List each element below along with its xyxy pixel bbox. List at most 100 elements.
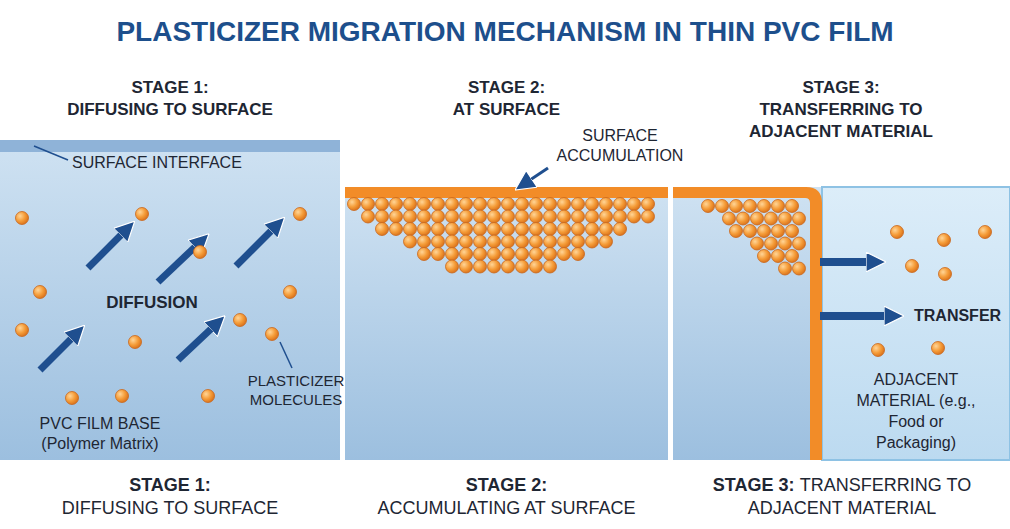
- surface-interface-band: [673, 187, 822, 460]
- plasticizer-molecule: [530, 260, 543, 273]
- plasticizer-molecule: [744, 225, 757, 238]
- surface-accumulation-band: [345, 187, 668, 198]
- plasticizer-molecule: [516, 210, 529, 223]
- plasticizer-molecule: [194, 246, 207, 259]
- plasticizer-molecule: [348, 198, 361, 211]
- process-label: TRANSFER: [914, 306, 1001, 326]
- plasticizer-molecule: [446, 223, 459, 236]
- plasticizer-molecule: [716, 200, 729, 213]
- plasticizer-molecule: [390, 198, 403, 211]
- plasticizer-molecule: [202, 390, 215, 403]
- diffusion-arrow: [40, 338, 72, 370]
- stage-heading: STAGE 2:: [350, 474, 663, 497]
- plasticizer-molecule: [772, 250, 785, 263]
- plasticizer-molecule: [558, 198, 571, 211]
- transfer-arrows: [820, 262, 886, 316]
- stage-panel: STAGE 2:AT SURFACESTAGE 2:ACCUMULATING A…: [345, 187, 668, 460]
- plasticizer-molecule: [628, 198, 641, 211]
- stage-heading: STAGE 1:: [10, 474, 330, 497]
- adjacent-material-panel: [822, 187, 1010, 460]
- plasticizer-molecule: [702, 200, 715, 213]
- plasticizer-molecule: [642, 210, 655, 223]
- transfer-arrow: [820, 258, 868, 266]
- plasticizer-molecule: [474, 198, 487, 211]
- plasticizer-molecule: [772, 200, 785, 213]
- stage-heading: AT SURFACE: [355, 99, 658, 121]
- diffusion-arrow: [236, 230, 272, 266]
- plasticizer-molecule: [779, 262, 792, 275]
- text-group: STAGE 2:AT SURFACE: [355, 77, 658, 121]
- stage-heading: STAGE 2:: [355, 77, 658, 99]
- plasticizer-molecule: [558, 210, 571, 223]
- plasticizer-molecule: [586, 198, 599, 211]
- plasticizer-molecule: [460, 260, 473, 273]
- plasticizer-molecule: [404, 223, 417, 236]
- plasticizer-molecule: [516, 223, 529, 236]
- plasticizer-molecule: [786, 250, 799, 263]
- stage-heading: STAGE 3:: [713, 475, 795, 495]
- plasticizer-molecule: [793, 262, 806, 275]
- diagram-title: PLASTICIZER MIGRATION MECHANISM IN THIN …: [0, 12, 1010, 52]
- plasticizer-molecule: [544, 210, 557, 223]
- plasticizer-molecules: [16, 208, 992, 405]
- plasticizer-molecule: [474, 235, 487, 248]
- diffusion-arrow: [158, 246, 196, 282]
- plasticizer-molecule: [418, 235, 431, 248]
- pvc-film-panel: [0, 140, 340, 460]
- diffusion-arrow: [178, 328, 212, 360]
- plasticizer-molecule: [765, 212, 778, 225]
- plasticizer-molecule: [502, 260, 515, 273]
- plasticizer-molecule: [751, 212, 764, 225]
- pvc-film-panel: [673, 187, 823, 460]
- stage-heading: STAGE 1:: [20, 77, 320, 99]
- plasticizer-molecule: [516, 260, 529, 273]
- stage-heading: TRANSFERRING TO ADJACENT MATERIAL: [721, 99, 961, 143]
- plasticizer-molecule: [614, 198, 627, 211]
- plasticizer-molecule: [502, 235, 515, 248]
- plasticizer-molecule: [418, 248, 431, 261]
- plasticizer-molecule: [642, 198, 655, 211]
- text-group: ADJACENT MATERIAL (e.g., Food or Packagi…: [852, 369, 980, 453]
- diffusion-arrow: [88, 234, 122, 268]
- plasticizer-molecule: [418, 223, 431, 236]
- plasticizer-molecule: [558, 248, 571, 261]
- plasticizer-molecule: [284, 286, 297, 299]
- plasticizer-molecule: [488, 235, 501, 248]
- stage-heading: DIFFUSING TO SURFACE: [20, 99, 320, 121]
- plasticizer-molecule: [786, 200, 799, 213]
- plasticizer-molecule: [600, 223, 613, 236]
- plasticizer-molecule: [474, 223, 487, 236]
- plasticizer-molecule: [502, 198, 515, 211]
- plasticizer-molecule: [558, 235, 571, 248]
- plasticizer-molecule: [544, 223, 557, 236]
- plasticizer-molecule: [530, 210, 543, 223]
- plasticizer-molecule: [572, 235, 585, 248]
- transfer-arrow: [820, 312, 886, 320]
- plasticizer-molecule: [544, 260, 557, 273]
- plasticizer-molecule: [530, 248, 543, 261]
- plasticizer-molecule: [572, 248, 585, 261]
- plasticizer-molecule: [932, 342, 945, 355]
- plasticizer-molecule: [614, 210, 627, 223]
- plasticizer-molecule: [530, 198, 543, 211]
- plasticizer-molecule: [544, 248, 557, 261]
- plasticizer-molecule: [66, 392, 79, 405]
- plasticizer-molecule: [446, 198, 459, 211]
- plasticizer-molecule: [572, 210, 585, 223]
- plasticizer-molecule: [432, 198, 445, 211]
- plasticizer-molecule: [558, 223, 571, 236]
- plasticizer-molecule: [765, 237, 778, 250]
- plasticizer-molecule: [891, 226, 904, 239]
- text-group: STAGE 3:TRANSFERRING TO ADJACENT MATERIA…: [721, 77, 961, 143]
- plasticizer-molecule: [446, 210, 459, 223]
- plasticizer-molecule: [460, 235, 473, 248]
- plasticizer-molecule: [376, 198, 389, 211]
- plasticizer-molecule: [751, 237, 764, 250]
- plasticizer-molecule: [362, 198, 375, 211]
- plasticizer-molecule: [432, 223, 445, 236]
- plasticizer-molecule: [572, 198, 585, 211]
- plasticizer-molecule: [758, 200, 771, 213]
- plasticizer-molecule: [376, 223, 389, 236]
- plasticizer-molecule: [488, 223, 501, 236]
